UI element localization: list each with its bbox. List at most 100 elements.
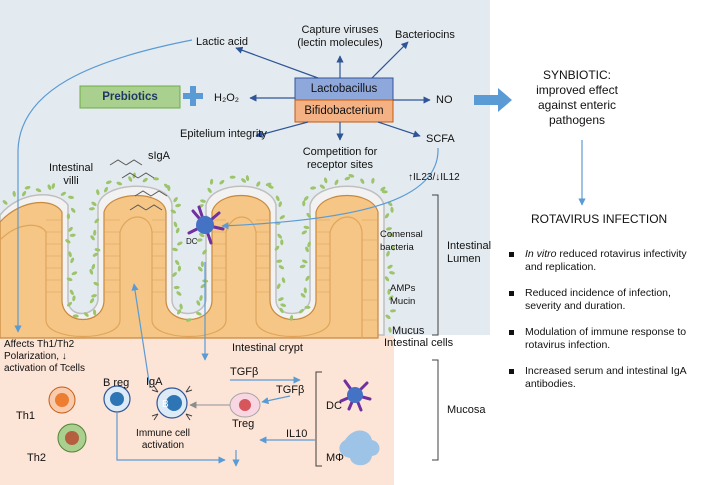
bacterium-dot — [241, 178, 247, 183]
bacterium-dot — [387, 264, 393, 269]
synbiotic-text: SYNBIOTIC: improved effect against enter… — [536, 68, 618, 127]
bacterium-dot — [72, 314, 79, 318]
bacterium-dot — [196, 238, 203, 242]
bacterium-dot — [386, 250, 390, 257]
bacterium-dot — [92, 252, 99, 257]
bacterium-dot — [88, 207, 95, 211]
bacterium-dot — [91, 263, 96, 270]
bacterium-dot — [281, 277, 286, 284]
bacterium-dot — [300, 293, 306, 298]
commensal-bacteria — [2, 172, 396, 333]
lactic-acid-arrow — [14, 39, 193, 333]
th1-cell — [48, 386, 76, 414]
rotavirus-bullet-italic: In vitro — [525, 248, 557, 260]
bacterium-dot — [60, 191, 67, 196]
dendritic-cell-mucosa — [339, 379, 372, 412]
dendritic-cell-lumen — [187, 205, 225, 245]
bacterium-dot — [278, 201, 282, 208]
bacterium-dot — [172, 247, 178, 252]
bacterium-dot — [302, 259, 308, 264]
prebiotics-label: Prebiotics — [102, 91, 158, 103]
bacterium-dot — [391, 244, 395, 251]
bacterium-dot — [219, 179, 225, 185]
bacterium-dot — [202, 249, 207, 255]
mucosa-label: Mucosa — [447, 404, 486, 416]
bacterium-dot — [173, 221, 178, 228]
breg-label: B reg — [103, 377, 130, 389]
bacterium-dot — [319, 184, 326, 189]
epithelial-cells — [46, 219, 378, 321]
siga-label: sIgA — [148, 150, 171, 162]
bacterium-dot — [93, 229, 97, 236]
bacterium-dot — [280, 239, 284, 246]
synbiotic-arrow — [474, 88, 512, 112]
bacterium-dot — [177, 309, 182, 315]
bacterium-dot — [185, 318, 192, 322]
bacterium-dot — [388, 295, 394, 301]
bacterium-dot — [277, 233, 283, 239]
amps-mucin-label: AMPs Mucin — [390, 283, 416, 307]
b-label: B — [162, 399, 169, 410]
plus-icon — [183, 86, 203, 106]
bacterium-dot — [306, 212, 311, 218]
bacterium-dot — [89, 298, 95, 304]
bacterium-dot — [371, 177, 375, 184]
bacterium-dot — [387, 288, 391, 295]
rotavirus-bullet: Modulation of immune response to rotavir… — [509, 326, 704, 352]
mphi-label: MΦ — [326, 452, 344, 464]
th2-label: Th2 — [27, 452, 46, 464]
bacterium-dot — [380, 186, 386, 192]
bifidobacterium-label: Bifidobacterium — [304, 105, 384, 117]
bacterium-dot — [278, 265, 285, 270]
bacterium-dot — [91, 201, 97, 206]
bacterium-dot — [303, 195, 309, 201]
il10-label: IL10 — [286, 428, 308, 440]
b-cell — [151, 385, 193, 421]
bacterium-dot — [68, 195, 74, 199]
bacterium-dot — [177, 241, 183, 246]
bacterium-dot — [344, 176, 351, 181]
bacterium-dot — [388, 326, 392, 333]
bacterium-dot — [35, 188, 42, 193]
bacterium-dot — [389, 271, 395, 275]
competition-label: Competition for receptor sites — [302, 146, 378, 171]
bacterium-dot — [279, 307, 284, 314]
bacterium-dot — [104, 186, 108, 193]
bacterium-dot — [128, 176, 133, 182]
siga-molecules — [109, 159, 168, 211]
commensal-label: Comensal bacteria — [380, 229, 423, 253]
bacterium-dot — [279, 215, 285, 220]
intestinal-villi — [0, 194, 379, 339]
macrophage-cell — [339, 430, 380, 466]
effect-arrows — [235, 41, 431, 141]
bacterium-dot — [200, 261, 205, 268]
bacterium-dot — [229, 175, 236, 179]
rotavirus-bullet-text: In vitro reduced rotavirus infectivity a… — [525, 248, 687, 273]
bifidobacterium-box — [294, 99, 394, 123]
il23-il12-label: ↑IL23/↓IL12 — [408, 172, 460, 183]
bacterium-dot — [334, 179, 339, 186]
mucus-label: Mucus — [392, 325, 425, 337]
immune-activation-label: Immune cell activation — [136, 428, 190, 451]
bacterium-dot — [256, 181, 261, 187]
bacterium-dot — [176, 291, 182, 296]
bacterium-dot — [305, 275, 310, 282]
bacterium-dot — [83, 312, 89, 317]
th2-cell — [57, 423, 87, 453]
bacterium-dot — [24, 185, 31, 190]
affects-th-label: Affects Th1/Th2 Polarization, ↓ activati… — [4, 339, 85, 374]
bacteriocins-label: Bacteriocins — [395, 29, 455, 41]
bacterium-dot — [92, 309, 97, 316]
bacterium-dot — [65, 239, 71, 244]
bacterium-dot — [276, 259, 283, 263]
bacterium-dot — [51, 183, 56, 189]
bacterium-dot — [69, 289, 74, 296]
mucosa-arrows — [116, 262, 316, 467]
bacterium-dot — [299, 264, 306, 269]
bacterium-dot — [116, 181, 123, 186]
bacterium-dot — [276, 283, 281, 290]
bacterium-dot — [207, 187, 212, 194]
bacterium-dot — [274, 245, 280, 251]
bacterium-dot — [66, 213, 71, 220]
prebiotics-box — [79, 85, 181, 109]
